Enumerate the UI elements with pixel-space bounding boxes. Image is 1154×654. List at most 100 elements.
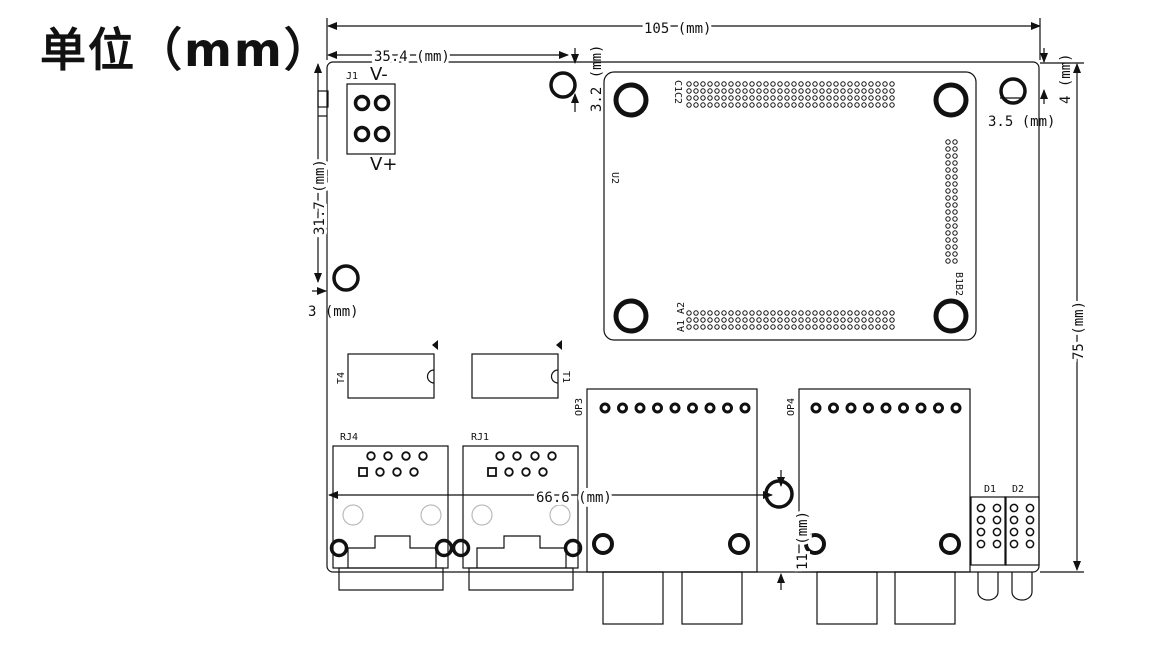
u2-pad xyxy=(721,95,727,101)
u2-pad xyxy=(721,324,727,330)
u2-pad xyxy=(742,95,748,101)
u2-pad xyxy=(952,174,958,180)
u2-pad xyxy=(945,167,951,173)
u2-pad xyxy=(770,102,776,108)
u2-pad xyxy=(770,317,776,323)
u2-pad xyxy=(882,317,888,323)
u2-pad xyxy=(714,317,720,323)
u2-pad xyxy=(889,81,895,87)
u2-pad xyxy=(812,324,818,330)
u2-pad xyxy=(700,81,706,87)
op4-pin xyxy=(828,402,839,414)
u2-pad xyxy=(952,167,958,173)
u2-pad xyxy=(693,88,699,94)
u2-pad xyxy=(847,81,853,87)
op4-pin xyxy=(810,402,822,414)
t1-label: T1 xyxy=(560,371,571,383)
d1-pin xyxy=(992,503,1002,513)
u2-pad xyxy=(833,317,839,323)
u2-pad xyxy=(714,95,720,101)
u2-pad xyxy=(875,102,881,108)
u2-pad xyxy=(700,324,706,330)
u2-pad xyxy=(791,95,797,101)
j1-label: J1 xyxy=(346,71,358,82)
u2-pad xyxy=(805,88,811,94)
u2-pad xyxy=(686,95,692,101)
op3-pin xyxy=(722,402,733,414)
u2-pad xyxy=(861,95,867,101)
d1-pin xyxy=(976,515,986,525)
u2-pad xyxy=(819,310,825,316)
u2-pad xyxy=(784,317,790,323)
dim-center-hole-y-text: 11 (mm) xyxy=(795,511,811,570)
u2-pad xyxy=(735,88,741,94)
u2-pad xyxy=(742,324,748,330)
u2-pad xyxy=(854,310,860,316)
u2-pad xyxy=(735,324,741,330)
u2-pad xyxy=(686,324,692,330)
unit-title: 单位（mm） xyxy=(40,23,332,77)
d2-label: D2 xyxy=(1012,484,1024,495)
u2-pad xyxy=(833,324,839,330)
mount-hole-center xyxy=(764,479,794,509)
d1-pin xyxy=(992,539,1002,549)
u2-pad xyxy=(945,216,951,222)
u2-pad xyxy=(945,188,951,194)
u2-pad xyxy=(819,324,825,330)
u2-pad xyxy=(875,310,881,316)
u2-pad xyxy=(700,88,706,94)
u2-pad xyxy=(742,317,748,323)
d1-label: D1 xyxy=(984,484,996,495)
u2-pad xyxy=(854,317,860,323)
op4-pin xyxy=(933,402,944,414)
op3-pin xyxy=(634,402,646,414)
u2-pad xyxy=(854,95,860,101)
u2-pad xyxy=(833,95,839,101)
op4-pin xyxy=(880,402,892,414)
u2-pad xyxy=(770,88,776,94)
u2-pad xyxy=(763,88,769,94)
d2-pin xyxy=(1025,503,1035,513)
u2-pad xyxy=(875,317,881,323)
u2-pad xyxy=(889,88,895,94)
u2-pad xyxy=(861,88,867,94)
u2-pad xyxy=(952,244,958,250)
u2-pad xyxy=(854,324,860,330)
dim-left-height-text: 31.7 (mm) xyxy=(312,159,328,235)
u2-pad xyxy=(735,317,741,323)
u2-pad xyxy=(742,88,748,94)
u2-pad xyxy=(784,102,790,108)
u2-pad xyxy=(728,310,734,316)
u2-pad xyxy=(840,102,846,108)
u2-pad xyxy=(840,317,846,323)
u2-pad xyxy=(952,202,958,208)
u2-pad xyxy=(805,102,811,108)
u2-pad xyxy=(847,88,853,94)
u2-pad xyxy=(952,209,958,215)
u2-pad xyxy=(763,310,769,316)
rj1-connector xyxy=(462,445,579,569)
u2-pad xyxy=(952,146,958,152)
u2-pad xyxy=(707,81,713,87)
u2-pad xyxy=(812,88,818,94)
u2-pad xyxy=(791,324,797,330)
u2-pad xyxy=(721,317,727,323)
u2-pad xyxy=(714,102,720,108)
u2-pad xyxy=(854,81,860,87)
op4-pin xyxy=(845,402,857,414)
u2-pad xyxy=(819,95,825,101)
dim-width-text: 105 (mm) xyxy=(644,21,711,37)
u2-pad xyxy=(749,81,755,87)
u2-pad xyxy=(875,88,881,94)
op4-pin xyxy=(863,402,874,414)
d2-pin xyxy=(1025,539,1035,549)
u2-pad xyxy=(714,81,720,87)
op4-pin xyxy=(950,402,962,414)
u2-pad xyxy=(826,310,832,316)
t1-component xyxy=(471,353,559,399)
u2-pad xyxy=(728,81,734,87)
dim-hole-top-text: 3.2 (mm) xyxy=(589,45,605,112)
u2-module xyxy=(603,71,977,341)
u2-pad xyxy=(777,310,783,316)
u2-pad xyxy=(819,102,825,108)
